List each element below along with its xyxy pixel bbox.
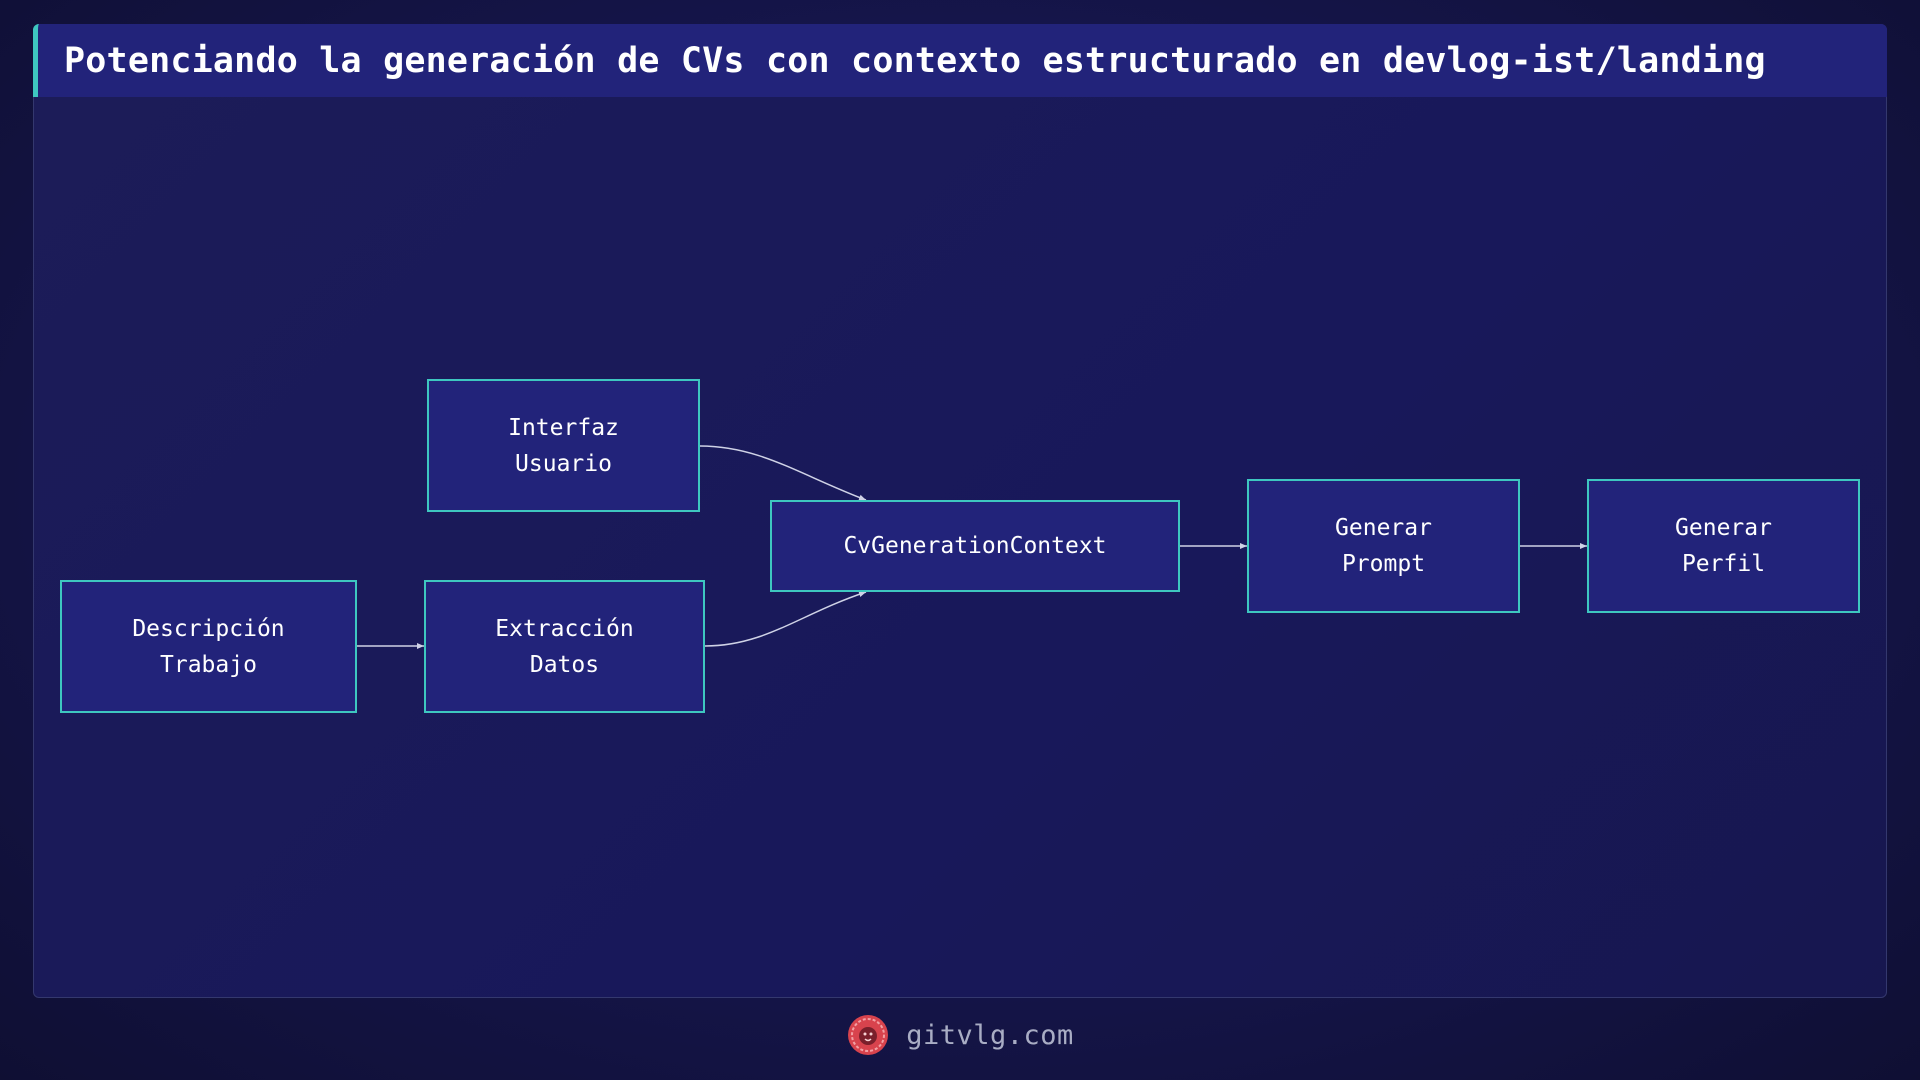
edge-extraccion-to-context [704, 591, 867, 647]
page-title: Potenciando la generación de CVs con con… [64, 40, 1766, 81]
node-label: Generar Prompt [1335, 515, 1432, 577]
lion-icon [848, 1015, 889, 1055]
node-interfaz-usuario: Interfaz Usuario [427, 379, 700, 512]
node-label: CvGenerationContext [843, 533, 1107, 559]
node-extraccion-datos: Extracción Datos [424, 580, 705, 713]
edge-interfaz-to-context [699, 445, 867, 501]
node-cv-generation-context: CvGenerationContext [770, 500, 1180, 592]
title-bar: Potenciando la generación de CVs con con… [33, 24, 1887, 97]
node-generar-perfil: Generar Perfil [1587, 479, 1860, 613]
footer: gitvlg.com [0, 1010, 1920, 1060]
node-descripcion-trabajo: Descripción Trabajo [60, 580, 357, 713]
node-label: Extracción Datos [495, 615, 634, 678]
node-generar-prompt: Generar Prompt [1247, 479, 1520, 613]
node-label: Generar Perfil [1675, 515, 1772, 577]
node-label: Interfaz Usuario [508, 414, 619, 477]
node-label: Descripción Trabajo [132, 615, 285, 678]
footer-site-link[interactable]: gitvlg.com [906, 1019, 1074, 1051]
